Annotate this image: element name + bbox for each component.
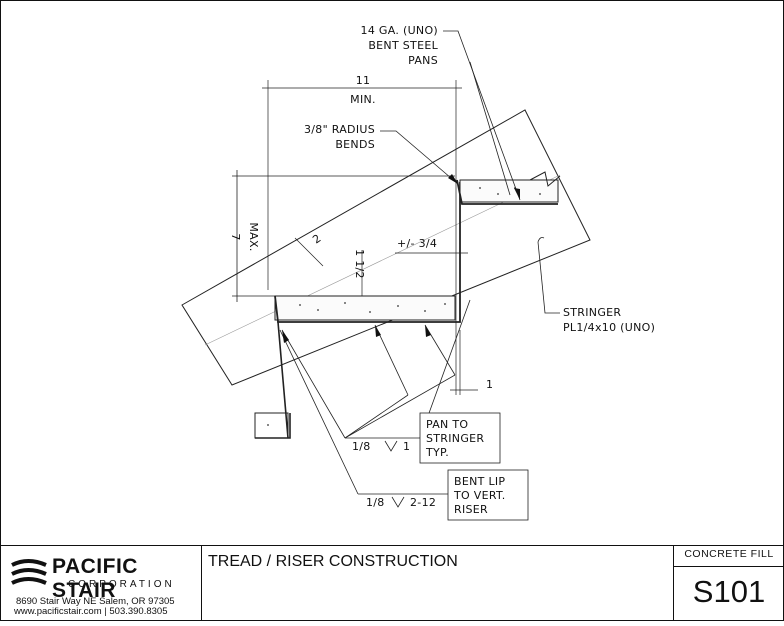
- weld-arrows: [282, 325, 431, 343]
- main-pan-profile: [274, 182, 461, 323]
- dim-tread-value: 11: [356, 74, 371, 87]
- note-pans-3: PANS: [408, 54, 438, 67]
- company-address: 8690 Stair Way NE Salem, OR 97305: [16, 596, 175, 607]
- note-box-lip: [447, 469, 529, 521]
- dim-nosing-value: +/- 3/4: [397, 237, 437, 250]
- lower-pan-edge: [255, 413, 291, 439]
- weld-leaders: [279, 299, 471, 495]
- note-pans-2: BENT STEEL: [368, 39, 438, 52]
- pacific-stair-logo-icon: [11, 559, 47, 585]
- weld-pan-length: 1: [403, 440, 410, 453]
- note-pan-3: TYP.: [425, 446, 449, 459]
- drawing-title: TREAD / RISER CONSTRUCTION: [208, 553, 458, 570]
- sheet-divider: [674, 566, 784, 567]
- note-box-pan: [419, 412, 501, 464]
- sheet-number: S101: [692, 574, 766, 609]
- lower-tread-pan: [254, 412, 289, 439]
- concrete-speckle: [267, 187, 541, 426]
- riser-plate: [277, 321, 289, 439]
- dim-riser-qualifier: MAX.: [247, 222, 260, 251]
- company-name: PACIFIC STAIR: [52, 555, 138, 602]
- dim-offset-value: 2: [310, 232, 323, 247]
- company-web-phone: www.pacificstair.com | 503.390.8305: [14, 606, 168, 617]
- note-lip-2: TO VERT.: [453, 489, 506, 502]
- title-block-sheet: CONCRETE FILL S101: [674, 545, 784, 620]
- stringer-plate: [181, 109, 591, 386]
- dim-tread-qualifier: MIN.: [350, 93, 376, 106]
- leader-radius: [380, 130, 459, 185]
- leader-stringer-tick: [537, 237, 545, 243]
- dim-offset-line: [294, 237, 324, 267]
- weld-pan-symbol: [384, 440, 398, 452]
- note-pan-1: PAN TO: [426, 418, 468, 431]
- break-line: [529, 171, 561, 187]
- weld-lip-length: 2-12: [410, 496, 436, 509]
- dim-bottom-value: 1: [486, 378, 493, 391]
- upper-pan-profile: [456, 179, 558, 205]
- weld-lip-size: 1/8: [366, 496, 385, 509]
- note-stringer-1: STRINGER: [563, 306, 621, 319]
- dim-pan-depth-value: 1 1/2: [353, 249, 366, 279]
- weld-pan-size: 1/8: [352, 440, 371, 453]
- title-block-title: TREAD / RISER CONSTRUCTION: [202, 545, 674, 620]
- note-pans-1: 14 GA. (UNO): [361, 24, 438, 37]
- company-subtitle: CORPORATION: [68, 579, 175, 590]
- leader-pans-2: [469, 61, 511, 196]
- note-lip-1: BENT LIP: [454, 475, 505, 488]
- note-lip-3: RISER: [454, 503, 488, 516]
- note-stringer-2: PL1/4x10 (UNO): [563, 321, 655, 334]
- weld-lip-symbol: [391, 496, 405, 508]
- leader-stringer: [537, 241, 560, 314]
- note-pan-2: STRINGER: [426, 432, 484, 445]
- title-block-logo: PACIFIC STAIR CORPORATION 8690 Stair Way…: [0, 545, 202, 620]
- leader-pans-arrow: [514, 188, 520, 200]
- note-radius-1: 3/8" RADIUS: [304, 123, 375, 136]
- dim-riser-value: 7: [229, 233, 242, 240]
- note-radius-2: BENDS: [335, 138, 375, 151]
- main-tread-concrete: [274, 295, 456, 321]
- fill-type-label: CONCRETE FILL: [684, 548, 774, 560]
- leader-pans: [443, 30, 521, 201]
- leader-radius-arrow: [448, 174, 458, 184]
